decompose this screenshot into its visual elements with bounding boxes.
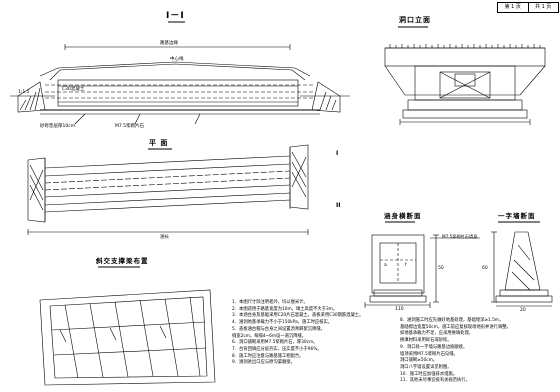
culvert-a-dim: a [384, 263, 387, 268]
cushion-label: 砂砾垫层厚10cm [40, 124, 76, 129]
section-mark-I: I [336, 150, 339, 157]
note-line: 11．其他未尽事宜按有关规范执行。 [400, 378, 470, 384]
note-line: 缝宽2cm，每隔4~6m设一道沉降缝。 [232, 333, 307, 339]
plan-title: 平 面 [149, 139, 169, 147]
plan-drawing [27, 144, 309, 235]
section-mark-II: II [336, 202, 341, 209]
note-line: 1．本图尺寸除注明者外，均以厘米计。 [232, 300, 308, 305]
note-line: 如地基承载力不足，应采用换填处理， [400, 331, 474, 337]
road-surface-label: 路基边缘 [160, 41, 178, 46]
centerline-label: 中心线 [170, 57, 184, 62]
culvert-width-dim: 110 [395, 307, 404, 312]
culvert-height-dim: 50 [438, 266, 444, 271]
wall-height-dim: 60 [482, 266, 488, 271]
culvert-note-label: M7.5浆砌片石墙身 [442, 234, 478, 239]
note-line: 10．施工时应加强排水措施。 [400, 371, 458, 377]
note-line: 基础襟边宽度50cm，施工前应复核现场地形并进行调整。 [400, 324, 511, 330]
note-line: 8．涵洞施工时应先做好地基处理，基础埋深≥1.5m， [400, 318, 504, 323]
notes-right: 8．涵洞施工时应先做好地基处理，基础埋深≥1.5m， 基础襟边宽度50cm，施工… [400, 318, 511, 385]
note-line: 墙顶采用M7.5浆砌片石勾缝。 [400, 351, 458, 357]
note-line: 8．施工时应注意与路基施工相配合。 [232, 353, 304, 359]
note-line: 7．台背回填应分层夯实，压实度不小于96%。 [232, 346, 322, 352]
wingwall-section-drawing [491, 221, 553, 307]
page-total: 共 1 页 [535, 4, 552, 10]
note-line: 洞口铺砌≥50cm， [400, 358, 438, 364]
wingwall-section-title: 一字墙断面 [498, 212, 536, 220]
culvert-f-dim: f [405, 263, 407, 268]
skew-support-drawing [39, 266, 216, 386]
c30-label: C30混凝土 [62, 87, 85, 92]
page-number-box: 第 1 页 共 1 页 [497, 2, 559, 13]
skew-support-title: 斜交支撑梁布置 [96, 257, 149, 265]
note-line: 9．涵洞进出口应与原沟渠顺接。 [232, 360, 295, 366]
note-line: 2．本图适用于路基宽度为10m，填土高度不大于3m。 [232, 306, 338, 312]
portal-elevation-title: 洞口立面 [399, 16, 431, 24]
section-I-I-title: I－I [166, 11, 185, 21]
note-line: 洞口八字墙设置详见附图。 [400, 364, 452, 370]
note-line: 3．本涵台身及基础采用C20片石混凝土，盖板采用C30钢筋混凝土。 [232, 313, 364, 319]
note-line: 换填材料采用碎石或砂砾。 [400, 338, 452, 344]
note-line: 9．洞口处一字墙与路基边坡顺接， [400, 344, 468, 350]
slope-ratio-label: 1:1.5 [18, 90, 30, 95]
note-line: 4．涵洞地基承载力不小于150kPa，施工时应核实。 [232, 320, 333, 326]
note-line: 5．盖板涵台帽与台身之间设置沥青麻絮沉降缝， [232, 326, 325, 332]
plan-length-label: 涵长 [160, 235, 169, 240]
notes-left: 1．本图尺寸除注明者外，均以厘米计。 2．本图适用于路基宽度为10m，填土高度不… [232, 300, 363, 367]
note-line: 6．洞口铺砌采用M7.5浆砌片石，厚30cm。 [232, 340, 318, 346]
portal-elevation-drawing [384, 26, 546, 125]
culvert-section-drawing [364, 221, 480, 308]
culvert-section-title: 涵身横断面 [384, 212, 422, 220]
wall-base-dim: 20 [520, 308, 526, 313]
m75-label: M7.5浆砌片石 [115, 124, 145, 129]
page-number: 第 1 页 [498, 3, 529, 12]
section-I-I-drawing [10, 21, 350, 125]
